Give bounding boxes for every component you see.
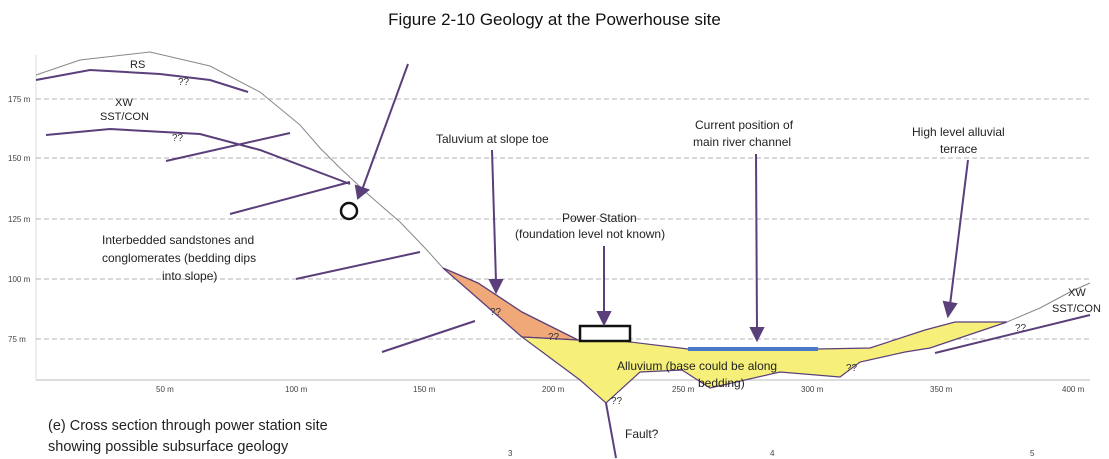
caption-line-2: showing possible subsurface geology (48, 439, 289, 455)
borehole-marker (339, 201, 359, 221)
label-river-2: main river channel (693, 135, 791, 149)
label-xw-right: XW (1068, 287, 1086, 299)
label-terrace-2: terrace (940, 142, 978, 156)
figure-title: Figure 2-10 Geology at the Powerhouse si… (388, 10, 721, 29)
label-unknown-xw: ?? (172, 133, 184, 144)
x-tick-150: 150 m (413, 385, 436, 394)
label-xw-left: XW (115, 97, 133, 109)
label-fault: Fault? (625, 427, 659, 441)
label-alluvium-1: Alluvium (base could be along (617, 359, 777, 373)
y-axis-labels: 175 m 150 m 125 m 100 m 75 m (8, 95, 31, 344)
y-tick-150: 150 m (8, 154, 31, 163)
label-sst-con-right: SST/CON (1052, 303, 1101, 315)
label-unknown-right: ?? (1015, 323, 1027, 334)
label-river-1: Current position of (695, 118, 794, 132)
label-terrace-1: High level alluvial (912, 125, 1005, 139)
label-interbedded-2: conglomerates (bedding dips (102, 251, 256, 265)
x-tick-100: 100 m (285, 385, 308, 394)
label-rs: RS (130, 59, 145, 71)
label-unknown-ps: ?? (548, 332, 560, 343)
caption-line-1: (e) Cross section through power station … (48, 418, 328, 434)
ground-surface (35, 51, 444, 269)
bedding-lines (35, 68, 1091, 459)
label-alluvium-2: bedding) (698, 376, 745, 390)
section-4: 4 (770, 449, 775, 458)
label-power-station-2: (foundation level not known) (515, 227, 665, 241)
section-3: 3 (508, 449, 513, 458)
annotations: RS ?? XW SST/CON ?? Interbedded sandston… (100, 59, 1101, 441)
x-axis-labels: 50 m 100 m 150 m 200 m 250 m 300 m 350 m… (156, 385, 1085, 394)
label-unknown-alluvium: ?? (846, 363, 858, 374)
label-unknown-taluvium: ?? (490, 307, 502, 318)
x-tick-200: 200 m (542, 385, 565, 394)
label-unknown-rs: ?? (178, 77, 190, 88)
y-tick-125: 125 m (8, 215, 31, 224)
ground-surface-right (1006, 282, 1091, 323)
label-power-station-1: Power Station (562, 211, 637, 225)
y-tick-175: 175 m (8, 95, 31, 104)
x-tick-300: 300 m (801, 385, 824, 394)
x-tick-50: 50 m (156, 385, 174, 394)
y-tick-100: 100 m (8, 275, 31, 284)
river-channel (688, 347, 818, 351)
label-interbedded-1: Interbedded sandstones and (102, 233, 254, 247)
label-sst-con-left: SST/CON (100, 111, 149, 123)
x-tick-250: 250 m (672, 385, 695, 394)
x-tick-350: 350 m (930, 385, 953, 394)
annotation-arrows (354, 63, 969, 343)
section-5: 5 (1030, 449, 1035, 458)
label-interbedded-3: into slope) (162, 269, 217, 283)
plot-frame (35, 55, 1090, 381)
y-tick-75: 75 m (8, 335, 26, 344)
section-numbers: 3 4 5 (508, 449, 1035, 458)
label-unknown-fault: ?? (611, 396, 623, 407)
label-taluvium: Taluvium at slope toe (436, 132, 549, 146)
geology-cross-section: 175 m 150 m 125 m 100 m 75 m 50 m 100 m … (8, 51, 1101, 459)
power-station-box (578, 324, 632, 343)
x-tick-400: 400 m (1062, 385, 1085, 394)
